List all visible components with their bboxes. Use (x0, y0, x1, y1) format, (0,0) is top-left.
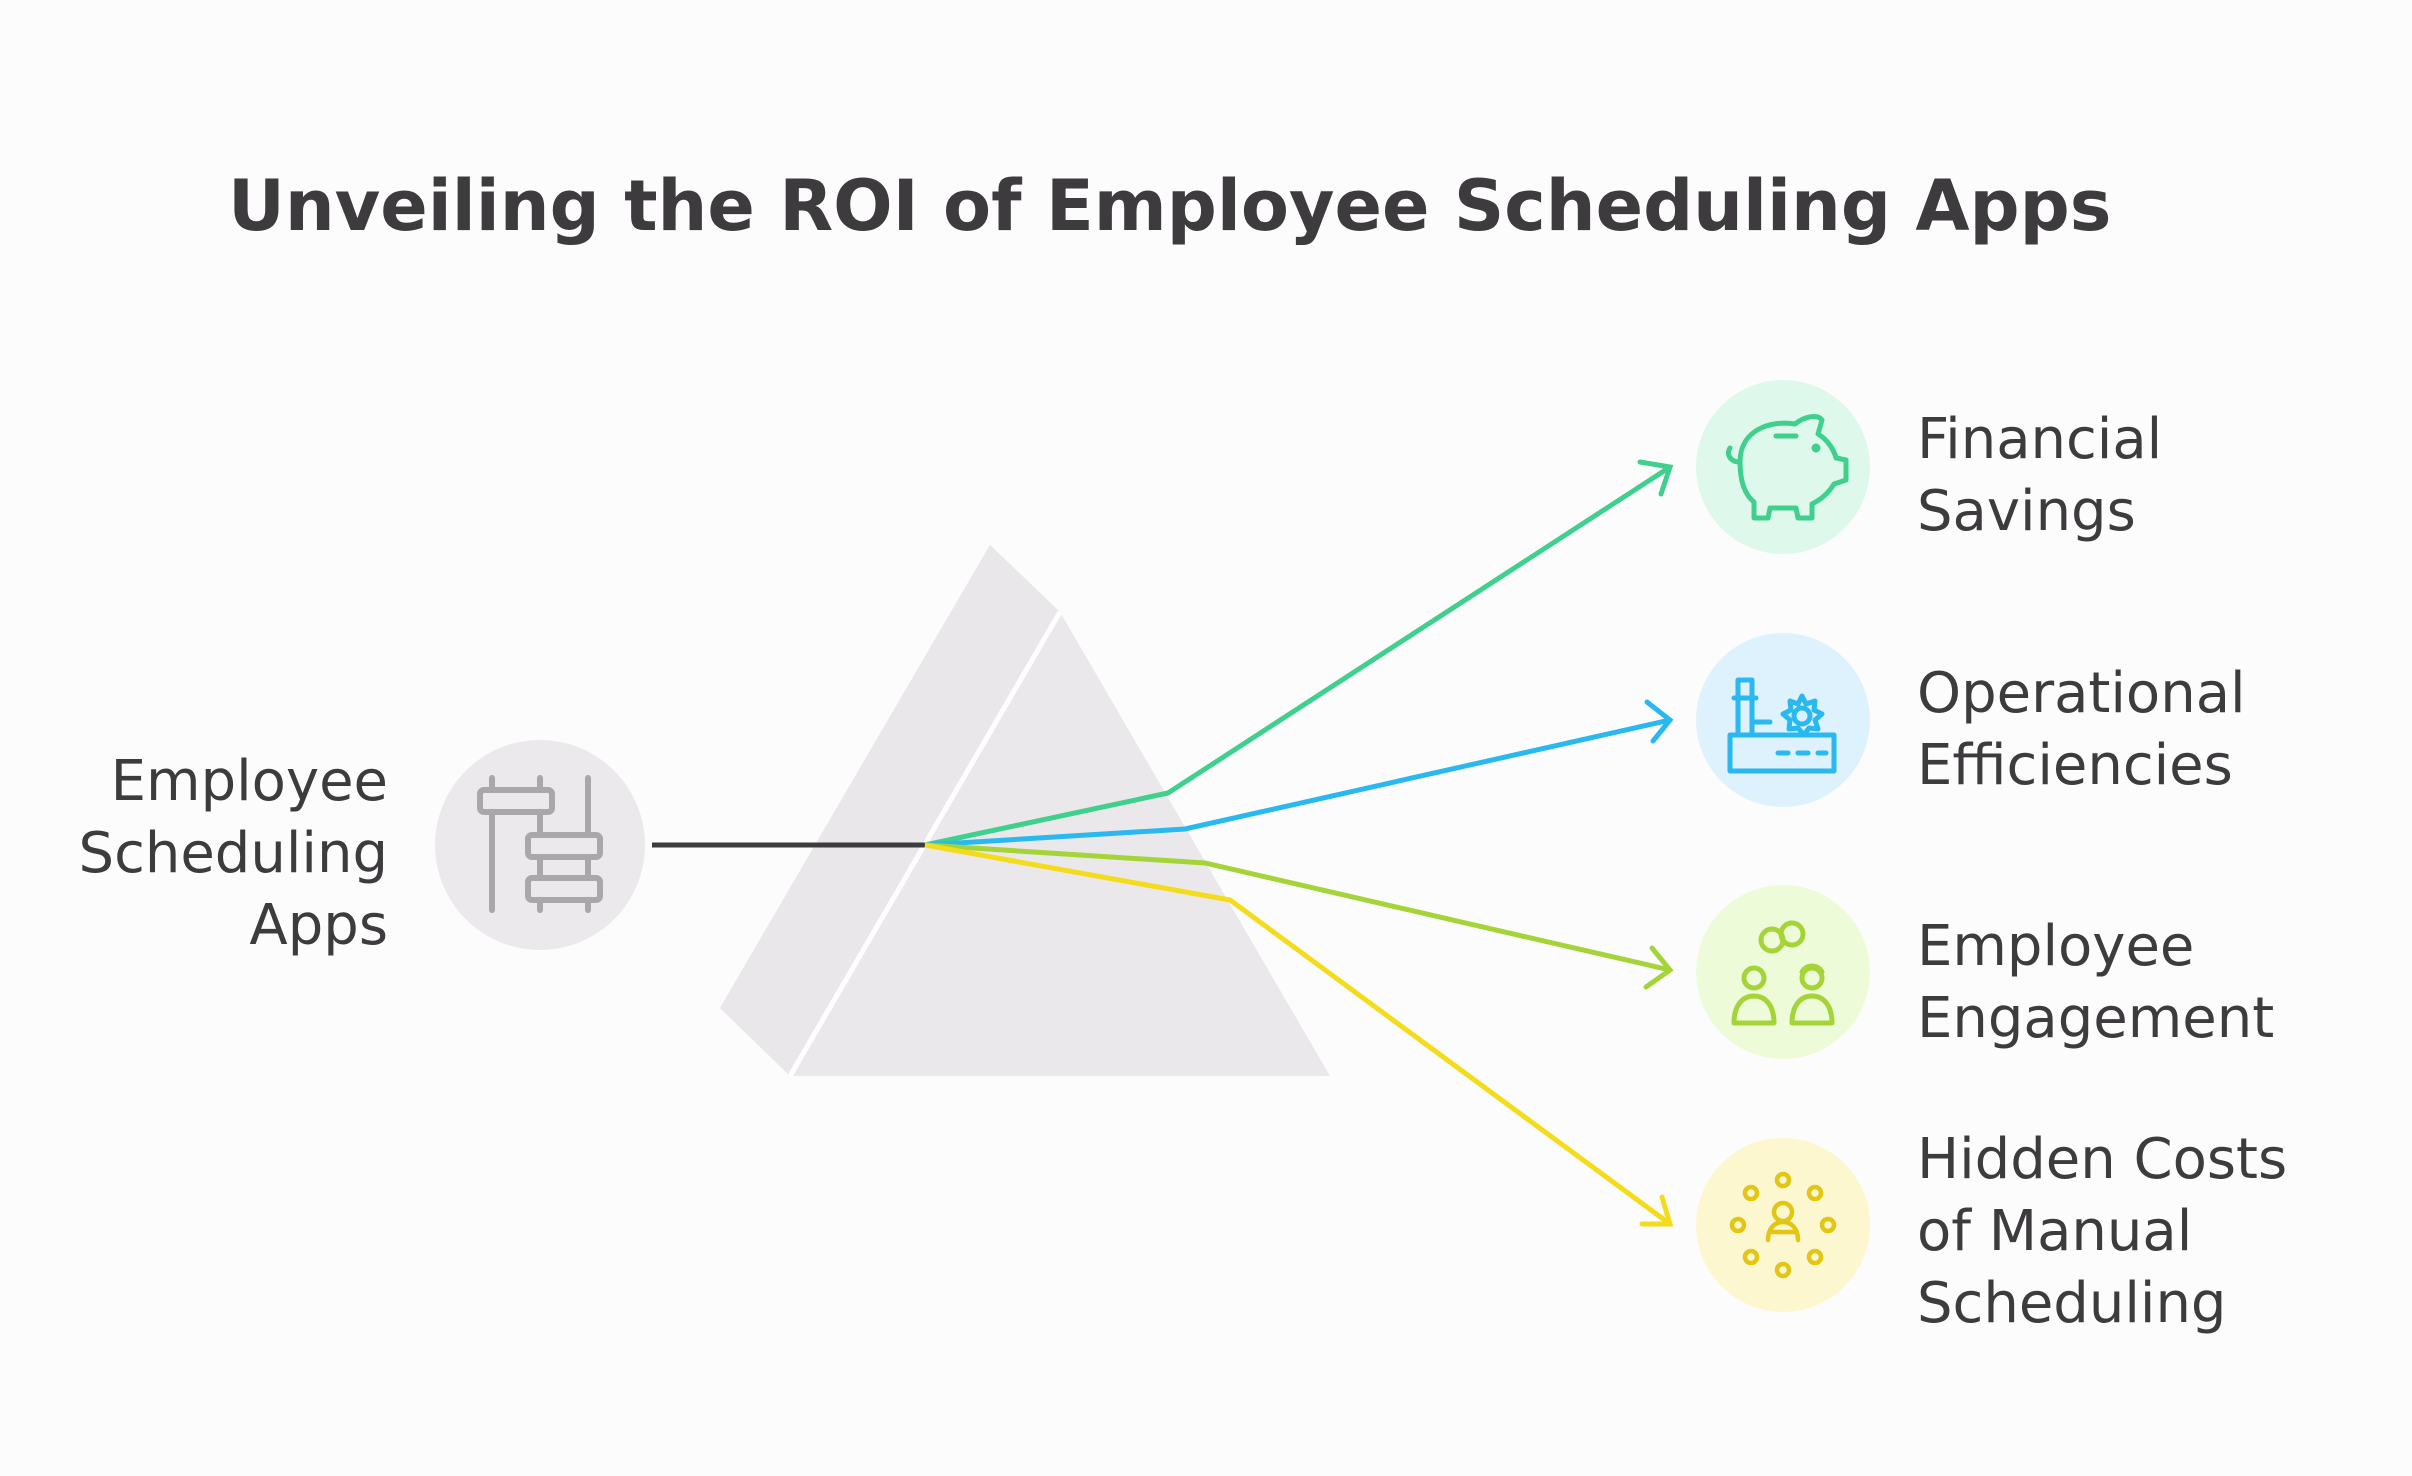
operational-efficiencies-circle (1696, 633, 1870, 807)
hidden-costs-label-line-3: Scheduling (1917, 1271, 2226, 1336)
hidden-costs-label-line-1: Hidden Costs (1917, 1127, 2287, 1192)
employee-engagement-circle (1696, 885, 1870, 1059)
beam-financial-savings (924, 459, 1674, 848)
piggy-bank-icon (1725, 414, 1849, 521)
factory-icon (1727, 677, 1837, 774)
abacus-icon (477, 775, 603, 913)
operational-efficiencies-label-line-2: Efficiencies (1917, 733, 2233, 798)
output-operational-efficiencies (1696, 633, 1870, 807)
output-beams (924, 459, 1674, 1227)
output-employee-engagement (1696, 885, 1870, 1059)
source-label-line-2: Scheduling (79, 821, 388, 886)
beam-hidden-costs (924, 842, 1674, 1227)
financial-savings-circle (1696, 380, 1870, 554)
financial-savings-label-line-2: Savings (1917, 479, 2136, 544)
source-node (435, 740, 645, 950)
output-financial-savings (1696, 380, 1870, 554)
source-label-line-3: Apps (249, 893, 388, 958)
source-label: Employee Scheduling Apps (79, 749, 388, 958)
financial-savings-label-line-1: Financial (1917, 407, 2162, 472)
operational-efficiencies-label-line-1: Operational (1917, 661, 2246, 726)
prism (720, 545, 1330, 1078)
beam-operational-efficiencies (924, 699, 1674, 848)
source-label-line-1: Employee (111, 749, 388, 814)
diagram-title: Unveiling the ROI of Employee Scheduling… (228, 165, 2111, 247)
employee-engagement-label-line-2: Engagement (1917, 986, 2274, 1051)
employee-engagement-label: Employee Engagement (1917, 914, 2274, 1051)
people-network-icon (1729, 1171, 1837, 1279)
beam-employee-engagement (924, 842, 1674, 990)
output-hidden-costs (1696, 1138, 1870, 1312)
linked-people-icon (1731, 920, 1835, 1026)
hidden-costs-circle (1696, 1138, 1870, 1312)
financial-savings-label: Financial Savings (1917, 407, 2162, 544)
employee-engagement-label-line-1: Employee (1917, 914, 2194, 979)
operational-efficiencies-label: Operational Efficiencies (1917, 661, 2246, 798)
prism-front-face (790, 612, 1330, 1076)
prism-left-face (720, 545, 1060, 1076)
hidden-costs-label: Hidden Costs of Manual Scheduling (1917, 1127, 2287, 1336)
hidden-costs-label-line-2: of Manual (1917, 1199, 2192, 1264)
